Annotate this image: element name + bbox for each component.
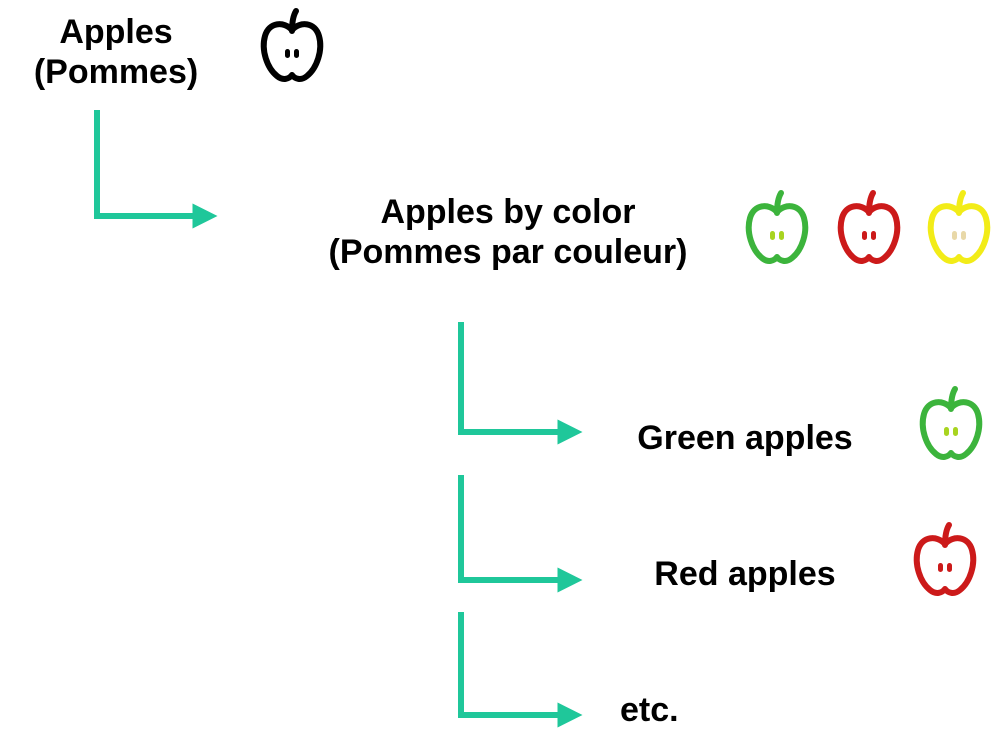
etc-label: etc. [620, 691, 679, 729]
green-apple-icon [745, 190, 809, 264]
red-apples-label: Red apples [654, 555, 836, 593]
red-apple-icon [837, 190, 901, 264]
color-node-title: Apples by color [380, 193, 636, 231]
green-apples-label: Green apples [637, 419, 853, 457]
connector-root-to-color [94, 110, 218, 229]
connector-color-to-red [458, 475, 583, 593]
root-node-subtitle: (Pommes) [33, 53, 199, 91]
green-apple-icon [919, 386, 983, 460]
color-node-subtitle: (Pommes par couleur) [328, 233, 688, 271]
apple-outline-icon [260, 8, 324, 82]
root-node-title: Apples [59, 13, 173, 51]
root-node-label: Apples (Pommes) [0, 12, 232, 92]
color-node-label: Apples by color (Pommes par couleur) [250, 192, 766, 272]
connector-color-to-green [458, 322, 583, 445]
yellow-apple-icon [927, 190, 991, 264]
connector-color-to-etc [458, 612, 583, 728]
red-apple-icon [913, 522, 977, 596]
